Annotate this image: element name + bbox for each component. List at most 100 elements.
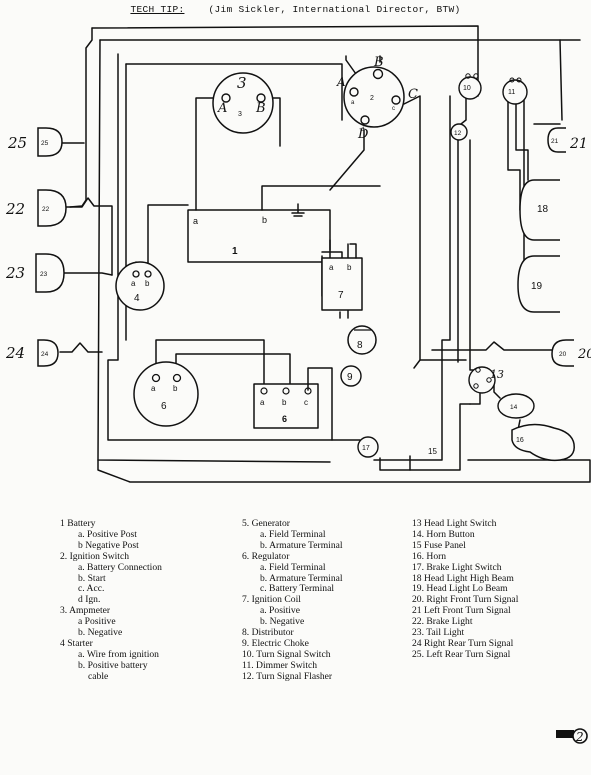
legend-item: 19. Head Light Lo Beam xyxy=(412,583,508,595)
generator-terminal-b: b xyxy=(173,384,178,393)
generator: a b 6 xyxy=(133,361,199,427)
rr-signal-handwritten: 24 xyxy=(5,344,25,362)
head-light-high-beam: 18 xyxy=(519,179,560,241)
regulator-terminal-b: b xyxy=(282,398,287,407)
legend-item: 9. Electric Choke xyxy=(242,637,309,649)
ignition-terminal-d: D xyxy=(357,127,369,142)
starter-number: 4 xyxy=(134,293,140,304)
ammeter-terminal-a: A xyxy=(217,101,227,116)
legend-item: 3. Ampmeter xyxy=(60,605,111,617)
starter-terminal-b: b xyxy=(145,279,150,288)
regulator-number: 6 xyxy=(282,414,287,424)
coil-number: 7 xyxy=(338,290,344,301)
legend-item: b. Positive battery xyxy=(78,659,148,671)
brake-light-switch: 17 xyxy=(357,436,379,458)
legend-item: b. Armature Terminal xyxy=(260,539,343,551)
regulator-terminal-c: c xyxy=(304,398,308,407)
legend-item: a. Positive xyxy=(260,605,300,617)
choke-number: 9 xyxy=(347,372,353,383)
generator-number: 6 xyxy=(161,401,167,412)
svg-text:2: 2 xyxy=(370,95,374,102)
horn-button-number: 14 xyxy=(510,404,518,411)
headlight-switch: 13 xyxy=(468,366,504,394)
flasher-number: 12 xyxy=(454,130,462,137)
legend-item: 16. Horn xyxy=(412,550,447,562)
battery-terminal-b: b xyxy=(262,215,267,225)
legend-item: 23. Tail Light xyxy=(412,627,465,639)
starter: a b 4 xyxy=(115,261,165,311)
lf-signal-number: 21 xyxy=(551,138,559,145)
legend-item: a. Field Terminal xyxy=(260,528,326,540)
page-number-badge: 2 xyxy=(556,728,588,744)
head-light-lo-beam: 19 xyxy=(517,255,560,313)
regulator: a b c 6 xyxy=(260,387,312,424)
legend-item: b Negative Post xyxy=(78,539,139,551)
legend-item: 18 Head Light High Beam xyxy=(412,572,514,584)
legend-item: 17. Brake Light Switch xyxy=(412,561,502,573)
legend-item: 25. Left Rear Turn Signal xyxy=(412,648,511,660)
legend-item: 15 Fuse Panel xyxy=(412,539,466,551)
legend-item: a. Battery Connection xyxy=(78,561,162,573)
distributor-number: 8 xyxy=(357,340,363,351)
legend-item: 1 Battery xyxy=(60,518,96,529)
tail-light-handwritten: 23 xyxy=(5,264,25,282)
legend-item: 13 Head Light Switch xyxy=(412,518,497,529)
right-front-turn-signal: 20 20 xyxy=(551,339,591,367)
legend-item: d Ign. xyxy=(78,594,101,606)
legend-item: 8. Distributor xyxy=(242,627,294,639)
lr-signal-handwritten: 25 xyxy=(7,134,27,152)
legend-item: 14. Horn Button xyxy=(412,528,475,540)
turn-signal-switch: 10 xyxy=(458,73,482,100)
dimmer-number: 11 xyxy=(508,89,515,96)
tech-tip-header: TECH TIP: (Jim Sickler, International Di… xyxy=(0,4,591,15)
battery: a b 1 xyxy=(193,215,267,257)
wiring-lines xyxy=(59,25,591,483)
legend-item: b. Armature Terminal xyxy=(260,572,343,584)
legend-item: b. Negative xyxy=(78,627,123,639)
battery-number: 1 xyxy=(232,246,238,257)
headlight-switch-number: 13 xyxy=(490,368,504,381)
brake-light: 22 22 xyxy=(5,189,67,227)
ammeter-center-label: 3 xyxy=(238,111,242,118)
brake-switch-number: 17 xyxy=(362,445,370,452)
ignition-switch: 2 B A C D a c d xyxy=(336,55,418,142)
legend-item: 22. Brake Light xyxy=(412,616,473,628)
legend-item: cable xyxy=(88,670,109,682)
turn-switch-number: 10 xyxy=(463,85,471,92)
left-rear-turn-signal: 25 25 xyxy=(7,127,63,157)
tech-tip-label: TECH TIP: xyxy=(130,4,185,15)
battery-terminal-a: a xyxy=(193,216,198,226)
legend-item: 24 Right Rear Turn Signal xyxy=(412,637,514,649)
horn-number: 16 xyxy=(516,437,524,444)
ign-small-d: d xyxy=(361,127,364,133)
starter-terminal-a: a xyxy=(131,279,136,288)
ammeter-number: 3 xyxy=(237,74,247,92)
ign-small-a: a xyxy=(351,100,355,106)
rr-signal-number: 24 xyxy=(41,351,49,358)
horn: 16 xyxy=(511,423,575,462)
high-beam-number: 18 xyxy=(537,204,549,215)
legend-item: c. Acc. xyxy=(78,583,105,595)
horn-button: 14 xyxy=(497,393,535,419)
tail-light: 23 23 xyxy=(5,253,65,293)
page-number: 2 xyxy=(575,730,584,744)
legend-item: 2. Ignition Switch xyxy=(60,550,130,562)
legend-item: 4 Starter xyxy=(60,637,93,649)
legend-item: a. Field Terminal xyxy=(260,561,326,573)
brake-light-handwritten: 22 xyxy=(5,200,25,218)
legend-item: 11. Dimmer Switch xyxy=(242,659,318,671)
legend-item: 12. Turn Signal Flasher xyxy=(242,670,333,682)
legend-item: a Positive xyxy=(78,616,116,628)
legend-item: 21 Left Front Turn Signal xyxy=(412,605,511,617)
dimmer-switch: 11 xyxy=(502,77,528,105)
lr-signal-number: 25 xyxy=(41,140,49,147)
ignition-terminal-c: C xyxy=(408,87,418,102)
ign-small-c: c xyxy=(392,106,395,112)
legend-item: a. Positive Post xyxy=(78,528,137,540)
lf-signal-handwritten: 21 xyxy=(569,136,588,152)
brake-light-number: 22 xyxy=(42,206,50,213)
